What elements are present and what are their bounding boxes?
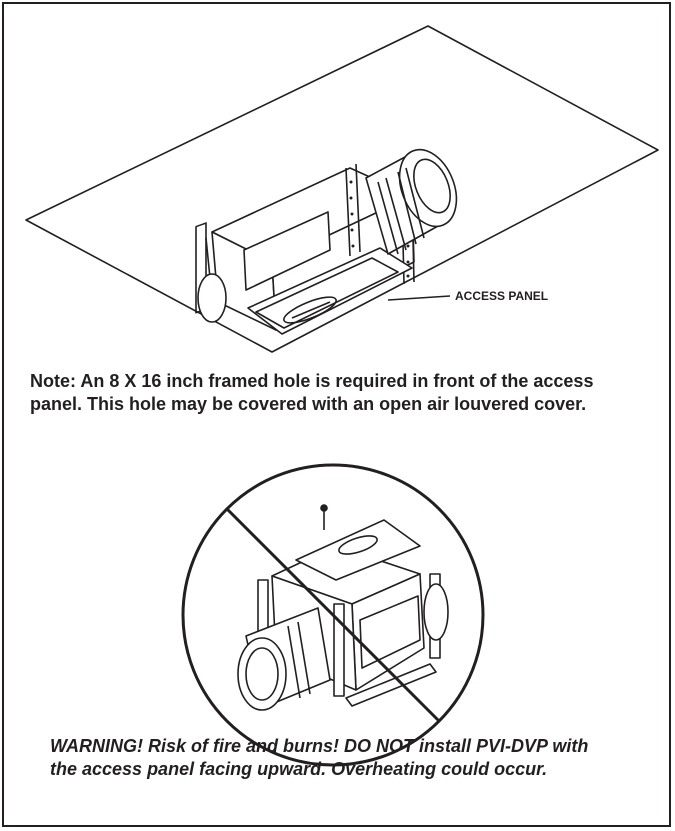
callout-leader <box>387 295 451 301</box>
access-panel-label: ACCESS PANEL <box>455 289 549 303</box>
vent-box <box>195 163 415 335</box>
installation-note: Note: An 8 X 16 inch framed hole is requ… <box>30 371 594 414</box>
vent-pipe <box>365 148 458 255</box>
left-pipe-stub <box>197 273 227 323</box>
ceiling-installation-illustration <box>25 25 659 353</box>
warning-text: WARNING! Risk of fire and burns! DO NOT … <box>50 736 589 779</box>
